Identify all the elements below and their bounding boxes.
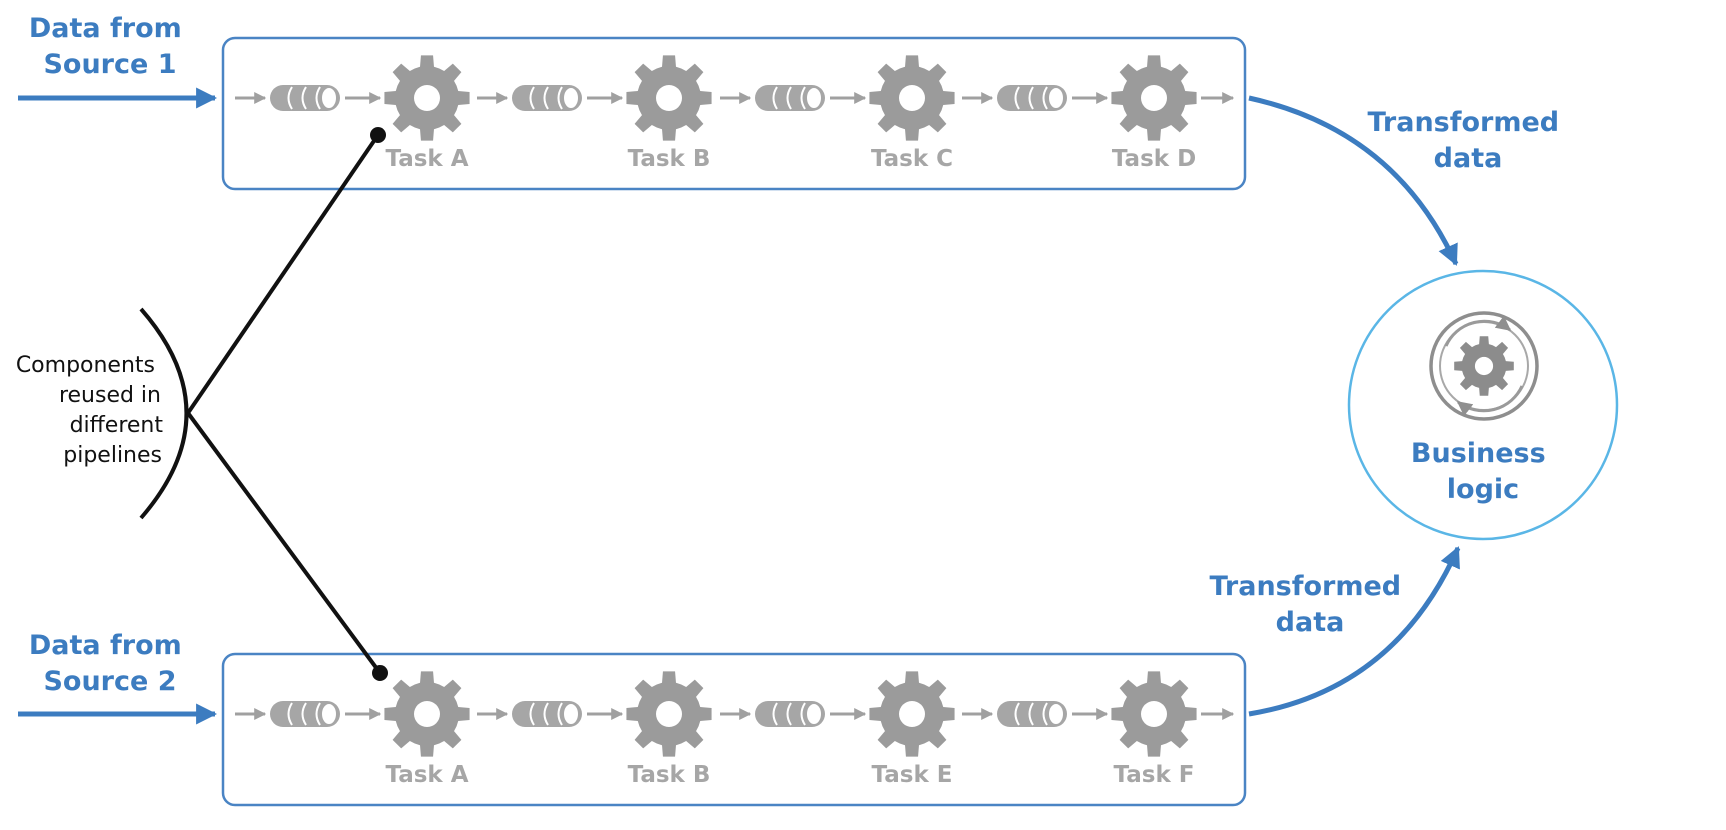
task-label: Task E	[872, 762, 953, 788]
pipeline-1-source-label: Data from Source 1	[29, 13, 191, 80]
callout-connector-top	[186, 133, 380, 415]
business-logic: Business logic	[1347, 269, 1619, 541]
callout-label: Components reused in different pipelines	[16, 353, 170, 468]
gear-icon	[384, 55, 470, 141]
gear-icon	[626, 671, 712, 757]
gear-icon	[626, 55, 712, 141]
queue-icon	[997, 85, 1067, 111]
reuse-callout: Components reused in different pipelines	[16, 127, 388, 681]
task-label: Task C	[871, 146, 953, 172]
gear-icon	[1111, 671, 1197, 757]
pipeline-2-output-arrow	[1248, 546, 1461, 717]
callout-connector-bottom	[186, 411, 382, 675]
queue-icon	[755, 701, 825, 727]
queue-icon	[512, 701, 582, 727]
queue-icon	[755, 85, 825, 111]
callout-dot-bottom	[372, 665, 388, 681]
gear-icon	[384, 671, 470, 757]
business-logic-circle	[1347, 269, 1619, 541]
task-label: Task A	[385, 146, 468, 172]
queue-icon	[997, 701, 1067, 727]
gear-cycle-icon	[1429, 311, 1539, 421]
task-label: Task B	[628, 146, 711, 172]
pipeline-2-output-label: Transformed data	[1209, 571, 1410, 638]
pipeline-2-box	[221, 652, 1247, 807]
pipeline-1-flow: Task A Task B Task C Task D	[235, 55, 1235, 172]
gear-icon	[869, 55, 955, 141]
task-label: Task B	[628, 762, 711, 788]
pipeline-1-output-arrow	[1248, 95, 1459, 266]
pipeline-1-output-label: Transformed data	[1367, 107, 1568, 174]
task-label: Task D	[1112, 146, 1196, 172]
task-label: Task F	[1114, 762, 1195, 788]
callout-dot-top	[370, 127, 386, 143]
gear-icon	[1111, 55, 1197, 141]
pipeline-1-box	[221, 36, 1247, 191]
callout-bracket	[139, 307, 189, 520]
queue-icon	[270, 85, 340, 111]
pipeline-2-flow: Task A Task B Task E Task F	[235, 671, 1235, 788]
business-logic-label: Business logic	[1411, 438, 1555, 505]
pipeline-2-source-label: Data from Source 2	[29, 630, 191, 697]
queue-icon	[270, 701, 340, 727]
gear-icon	[869, 671, 955, 757]
queue-icon	[512, 85, 582, 111]
task-label: Task A	[385, 762, 468, 788]
